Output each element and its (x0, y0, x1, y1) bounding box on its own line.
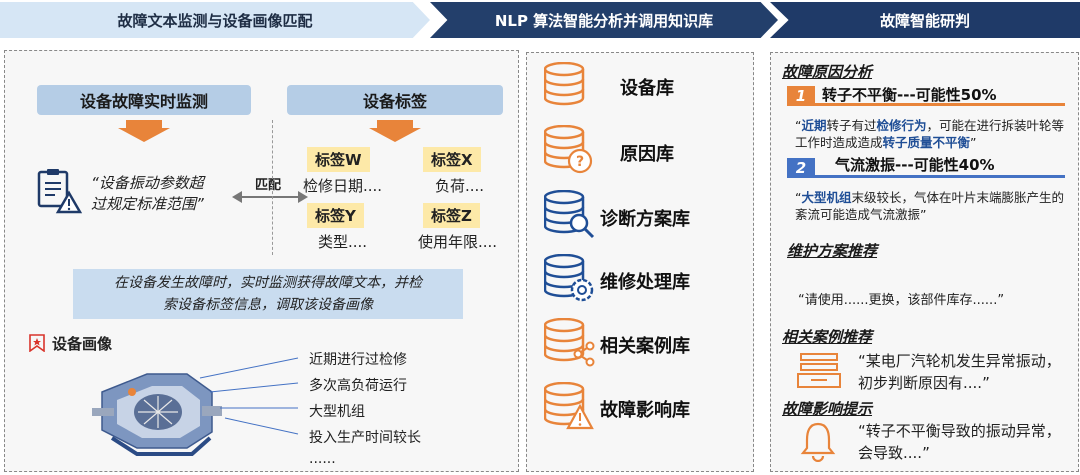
database-icon (544, 62, 585, 106)
library-device: 设备库 (620, 78, 674, 99)
tag-x-value: 负荷.... (435, 177, 485, 195)
monitor-text-line2: 过规定标准范围” (91, 195, 204, 213)
case-text: “某电厂汽轮机发生异常振动，初步判断原因有....” (858, 352, 1061, 392)
library-impact: 故障影响库 (600, 400, 690, 421)
database-share-icon (544, 318, 595, 367)
step3-label: 故障智能研判 (879, 11, 970, 30)
impact-section-title: 故障影响提示 (782, 400, 873, 418)
tag-x: 标签X (423, 147, 481, 172)
database-gear-icon (544, 254, 594, 302)
cause-1-quote: “近期转子有过检修行为，可能在进行拆装叶轮等工作时造成造成转子质量不平衡” (795, 118, 1065, 150)
info-line1: 在设备发生故障时，实时监测获得故障文本，并检 (114, 275, 422, 291)
judgment-panel (770, 52, 1079, 472)
tag-z: 标签Z (423, 203, 480, 228)
step2-label: NLP 算法智能分析并调用知识库 (494, 11, 714, 30)
database-warning-icon (544, 382, 594, 430)
tag-z-value: 使用年限.... (418, 233, 498, 251)
bookmark-star-icon (29, 334, 45, 352)
down-arrow-icon (118, 120, 170, 142)
cause-2-title: 气流激振---可能性40% (835, 156, 995, 174)
step3-banner: 故障智能研判 (770, 2, 1080, 38)
portrait-item-4: 投入生产时间较长 (309, 430, 421, 446)
monitoring-panel (4, 50, 519, 472)
case-section-title: 相关案例推荐 (782, 328, 873, 346)
impact-text: “转子不平衡导致的振动异常，会导致....” (858, 422, 1061, 462)
divider (272, 120, 273, 255)
cause-2-underline (815, 175, 1065, 178)
cause-1-underline (815, 103, 1065, 106)
library-maintenance: 维修处理库 (600, 272, 690, 293)
turbine-illustration (92, 373, 222, 456)
monitor-text-line1: “设备振动参数超 (91, 174, 204, 192)
callout-lines (199, 357, 299, 435)
portrait-item-2: 多次高负荷运行 (309, 378, 407, 394)
down-arrow-icon (369, 120, 421, 142)
cause-2-quote: “大型机组末级较长，气体在叶片末端膨胀产生的紊流可能造成气流激振” (795, 190, 1065, 222)
library-diagnosis: 诊断方案库 (600, 209, 690, 230)
library-case: 相关案例库 (600, 336, 690, 357)
step2-banner: NLP 算法智能分析并调用知识库 (430, 2, 778, 38)
tag-y-value: 类型.... (318, 233, 368, 251)
tag-title: 设备标签 (287, 85, 503, 115)
portrait-item-3: 大型机组 (309, 404, 365, 420)
maintenance-section-title: 维护方案推荐 (787, 242, 878, 260)
database-search-icon (544, 190, 595, 239)
step1-label: 故障文本监测与设备画像匹配 (117, 11, 313, 30)
cause-number-1: 1 (787, 86, 815, 106)
maintenance-text: “请使用......更换，该部件库存......” (798, 293, 1005, 308)
match-label: 匹配 (255, 178, 282, 193)
portrait-item-5: ...... (309, 451, 336, 467)
knowledge-base-panel (526, 52, 754, 472)
info-box: 在设备发生故障时，实时监测获得故障文本，并检 索设备标签信息，调取该设备画像 (73, 269, 463, 319)
tag-y: 标签Y (307, 203, 364, 228)
cause-section-title: 故障原因分析 (782, 63, 873, 81)
info-line2: 索设备标签信息，调取该设备画像 (163, 297, 373, 313)
svg-text:?: ? (576, 154, 584, 170)
database-question-icon: ? (544, 125, 593, 174)
cause-1-title: 转子不平衡---可能性50% (822, 86, 997, 104)
cause-number-2: 2 (787, 158, 815, 178)
monitor-title: 设备故障实时监测 (37, 85, 251, 115)
step1-banner: 故障文本监测与设备画像匹配 (0, 2, 430, 38)
clipboard-warning-icon (37, 169, 82, 214)
tag-w-value: 检修日期.... (303, 177, 383, 195)
library-cause: 原因库 (620, 144, 674, 165)
portrait-title: 设备画像 (52, 335, 113, 353)
portrait-item-1: 近期进行过检修 (309, 352, 407, 368)
bell-icon (800, 422, 836, 462)
double-arrow-icon (232, 191, 308, 203)
case-list-icon (797, 353, 841, 388)
tag-w: 标签W (307, 147, 370, 172)
